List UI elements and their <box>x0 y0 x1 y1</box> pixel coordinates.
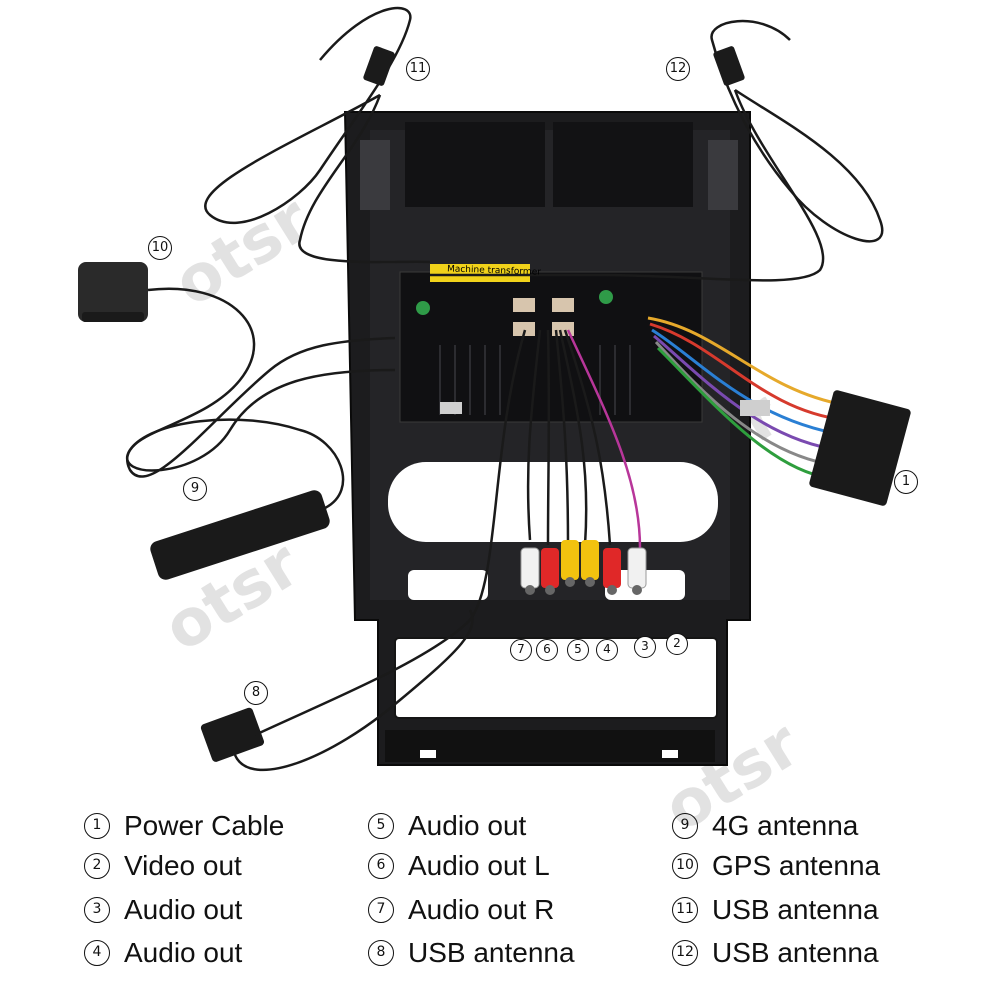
legend-number: 9 <box>672 813 698 839</box>
legend-item: 1 Power Cable <box>84 808 284 844</box>
callout-6: 6 <box>536 639 558 661</box>
legend: 1 Power Cable 2 Video out 3 Audio out 4 … <box>0 800 1000 1000</box>
legend-label: Video out <box>124 850 242 881</box>
legend-label: USB antenna <box>408 937 575 968</box>
callout-9: 9 <box>183 477 207 501</box>
legend-label: Audio out L <box>408 850 550 881</box>
rca-cable-bundle <box>526 329 642 549</box>
legend-item: 11 USB antenna <box>672 892 879 928</box>
legend-number: 12 <box>672 940 698 966</box>
gps-antenna <box>78 262 396 478</box>
legend-item: 8 USB antenna <box>368 935 575 971</box>
legend-item: 3 Audio out <box>84 892 242 928</box>
usb-antenna-cable-11 <box>204 6 431 264</box>
callout-10: 10 <box>148 236 172 260</box>
legend-number: 7 <box>368 897 394 923</box>
legend-item: 5 Audio out <box>368 808 526 844</box>
legend-label: USB antenna <box>712 937 879 968</box>
usb-antenna-cable-8 <box>200 329 527 772</box>
legend-item: 4 Audio out <box>84 935 242 971</box>
legend-item: 7 Audio out R <box>368 892 554 928</box>
legend-item: 10 GPS antenna <box>672 848 880 884</box>
callout-2: 2 <box>666 633 688 655</box>
power-cable-harness <box>647 316 911 506</box>
legend-number: 11 <box>672 897 698 923</box>
legend-label: Power Cable <box>124 810 285 841</box>
legend-label: Audio out <box>124 937 243 968</box>
usb-antenna-cable-12 <box>430 19 884 282</box>
4g-antenna <box>126 368 396 580</box>
legend-number: 3 <box>84 897 110 923</box>
legend-label: USB antenna <box>712 894 879 925</box>
callout-12: 12 <box>666 57 690 81</box>
callout-4: 4 <box>596 639 618 661</box>
legend-number: 6 <box>368 853 394 879</box>
legend-number: 1 <box>84 813 110 839</box>
legend-label: GPS antenna <box>712 850 881 881</box>
rca-plugs <box>520 540 647 595</box>
legend-label: 4G antenna <box>712 810 859 841</box>
legend-number: 2 <box>84 853 110 879</box>
legend-item: 12 USB antenna <box>672 935 879 971</box>
legend-item: 2 Video out <box>84 848 242 884</box>
legend-number: 8 <box>368 940 394 966</box>
callout-3: 3 <box>634 636 656 658</box>
legend-item: 6 Audio out L <box>368 848 550 884</box>
legend-label: Audio out <box>408 810 527 841</box>
legend-item: 9 4G antenna <box>672 808 858 844</box>
legend-label: Audio out <box>124 894 243 925</box>
legend-number: 10 <box>672 853 698 879</box>
callout-1: 1 <box>894 470 918 494</box>
head-unit-wiring-photo <box>78 6 911 772</box>
callout-7: 7 <box>510 639 532 661</box>
callout-8: 8 <box>244 681 268 705</box>
legend-number: 4 <box>84 940 110 966</box>
legend-number: 5 <box>368 813 394 839</box>
callout-11: 11 <box>406 57 430 81</box>
legend-label: Audio out R <box>408 894 555 925</box>
callout-5: 5 <box>567 639 589 661</box>
